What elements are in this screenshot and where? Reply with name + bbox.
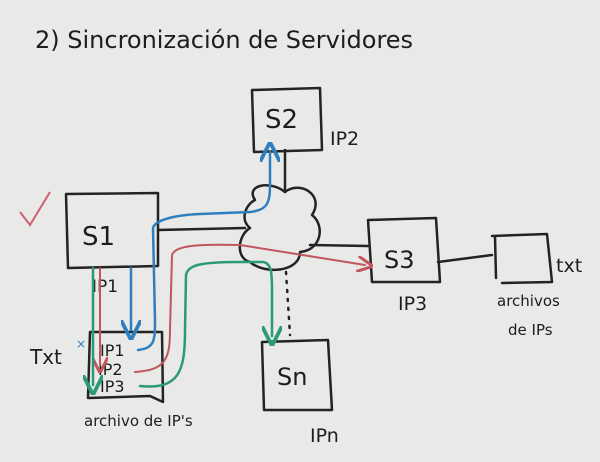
server-s3: S3 (366, 216, 442, 284)
link-s3-file (436, 253, 494, 264)
s3-file-type: txt (556, 255, 582, 277)
ip-file-entry-3: IP3 (100, 377, 125, 396)
server-sn-label: Sn (277, 363, 307, 391)
ip-file-entry-1: IP1 (100, 341, 125, 360)
flow-ip2-to-s3 (134, 243, 365, 373)
network-switch-cloud (238, 184, 321, 272)
diagram-title: 2) Sincronización de Servidores (35, 26, 413, 54)
ip-file-type: Txt (29, 345, 62, 369)
link-s1-switch (156, 226, 247, 232)
server-s1-label: S1 (82, 222, 115, 252)
s3-file-caption-2: de IPs (508, 321, 553, 339)
server-s2-ip: IP2 (330, 128, 359, 150)
ip-file: IP1 IP2 IP3 Txt archivo de IP's (29, 330, 193, 430)
s3-ip-file: txt archivos de IPs (490, 232, 582, 339)
flow-ip3-to-sn (138, 260, 272, 388)
server-sn: Sn (260, 338, 334, 412)
server-sn-ip: IPn (310, 425, 339, 447)
server-s2-label: S2 (265, 105, 298, 135)
server-s1-ip: IP1 (92, 277, 118, 297)
blue-mark-icon: × (76, 337, 86, 351)
server-s1: S1 (64, 191, 160, 270)
ip-file-caption: archivo de IP's (84, 412, 193, 430)
s3-file-caption-1: archivos (497, 292, 560, 310)
checkmark-icon (19, 191, 51, 227)
server-s3-label: S3 (384, 246, 415, 274)
link-switch-sn-dotted (284, 270, 292, 337)
server-s3-ip: IP3 (398, 293, 427, 315)
flow-ip1-to-s2 (136, 152, 270, 352)
link-switch-s3 (308, 243, 370, 248)
server-s2: S2 (250, 86, 324, 154)
